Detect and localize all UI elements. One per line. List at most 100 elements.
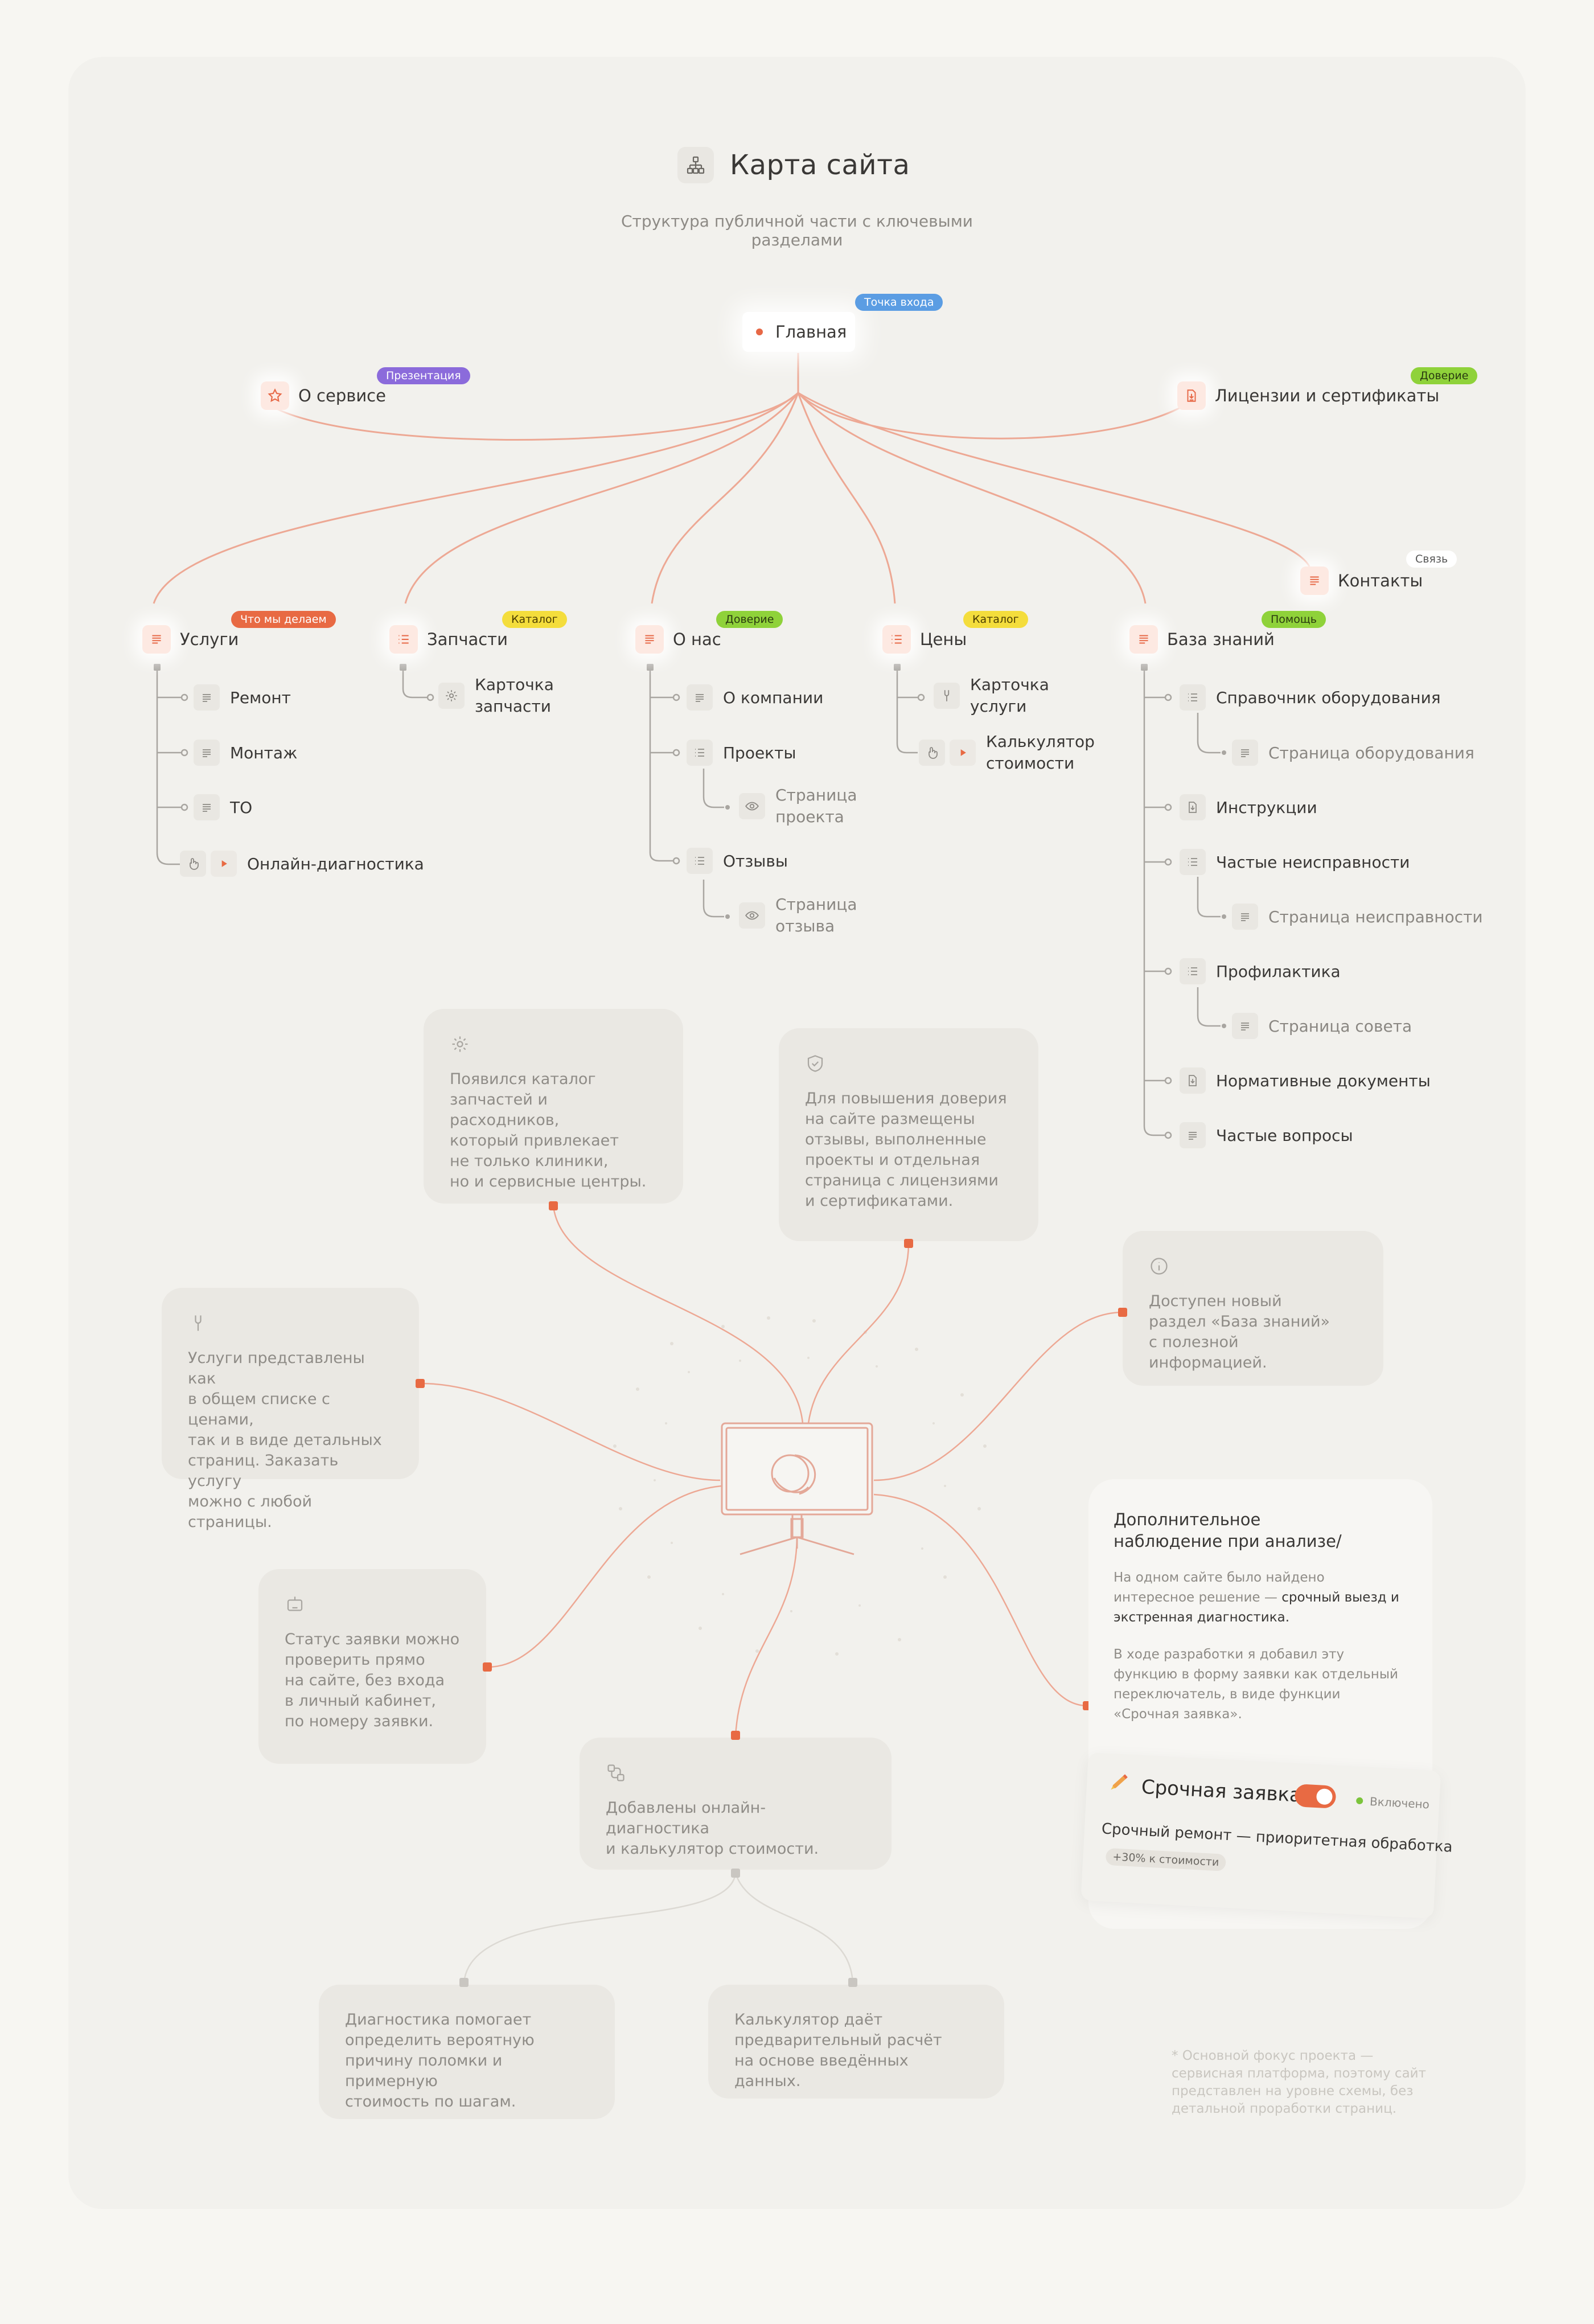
urgent-request-card: Срочная заявка Включено Срочный ремонт —… <box>1081 1752 1453 1919</box>
list-icon <box>1300 566 1329 595</box>
page-equipment-detail[interactable]: Страница оборудования <box>1232 740 1474 766</box>
page-installation[interactable]: Монтаж <box>194 740 297 766</box>
connector-dot <box>483 1662 492 1672</box>
gear-icon <box>438 683 465 709</box>
text-lines-icon <box>194 684 220 711</box>
document-icon <box>1177 381 1206 410</box>
page-common-faults[interactable]: Частые неисправности <box>1180 849 1410 875</box>
eye-icon <box>739 902 765 929</box>
section-prices-label: Цены <box>920 630 967 649</box>
connector-dot <box>549 1201 558 1210</box>
page-company[interactable]: О компании <box>687 684 823 711</box>
eye-icon <box>739 793 765 819</box>
node-about-service[interactable]: О сервисе <box>261 381 386 410</box>
section-parts[interactable]: Запчасти <box>389 625 508 654</box>
page-tip-detail[interactable]: Страница совета <box>1232 1013 1412 1039</box>
urgent-request-status: Включено <box>1355 1794 1430 1811</box>
list-bullets-icon <box>687 848 713 874</box>
page-project-detail[interactable]: Страница проекта <box>739 785 857 828</box>
annotation-diagnostics: Диагностика помогает определить вероятну… <box>319 1985 615 2119</box>
tag-help: Помощь <box>1262 611 1326 628</box>
text-lines-icon <box>1232 1013 1258 1039</box>
annotation-services: Услуги представлены как в общем списке с… <box>162 1288 419 1531</box>
tag-catalog: Каталог <box>502 611 567 628</box>
wrench-icon <box>188 1313 211 1336</box>
page-equipment-directory[interactable]: Справочник оборудования <box>1180 684 1441 711</box>
urgent-request-badge: +30% к стоимости <box>1105 1847 1226 1871</box>
robot-icon <box>285 1594 307 1617</box>
urgent-request-toggle[interactable] <box>1294 1784 1337 1809</box>
page-repair[interactable]: Ремонт <box>194 684 291 711</box>
node-licenses[interactable]: Лицензии и сертификаты <box>1177 381 1439 410</box>
tag-entry-point: Точка входа <box>855 294 943 311</box>
text-lines-icon <box>687 684 713 711</box>
footnote: * Основной фокус проекта —сервисная плат… <box>1172 2048 1427 2116</box>
sitemap-icon <box>677 147 714 183</box>
page-review-detail[interactable]: Страница отзыва <box>739 894 857 937</box>
star-icon <box>261 381 289 410</box>
pill-rocket-icon <box>1107 1771 1131 1797</box>
page-instructions[interactable]: Инструкции <box>1180 794 1317 820</box>
connector-dot <box>848 1978 857 1987</box>
page-title: Карта сайта <box>730 149 910 181</box>
page-service-card[interactable]: Карточка услуги <box>934 674 1049 717</box>
tag-what-we-do: Что мы делаем <box>231 611 336 628</box>
section-services[interactable]: Услуги <box>142 625 239 654</box>
text-lines-icon <box>1232 740 1258 766</box>
observation-title: Дополнительное наблюдение при анализе/ <box>1114 1510 1342 1551</box>
tag-trust: Доверие <box>1411 367 1478 384</box>
connector-dot <box>416 1379 425 1388</box>
status-dot-icon <box>1355 1797 1363 1805</box>
text-lines-icon <box>194 794 220 820</box>
section-parts-label: Запчасти <box>427 630 508 649</box>
text-lines-icon <box>1232 904 1258 930</box>
page-header: Карта сайта <box>677 147 910 183</box>
download-document-icon <box>1180 1067 1206 1094</box>
observation-paragraph-2: В ходе разработки я добавил эту функцию … <box>1114 1647 1398 1722</box>
list-bullets-icon <box>882 625 911 654</box>
page-prevention[interactable]: Профилактика <box>1180 958 1341 984</box>
page-regulatory-documents[interactable]: Нормативные документы <box>1180 1067 1431 1094</box>
urgent-request-title: Срочная заявка <box>1140 1775 1302 1807</box>
radial-dots <box>613 1316 987 1656</box>
home-dot-icon <box>756 329 763 335</box>
node-home[interactable]: Главная <box>742 312 855 352</box>
section-knowledge-base-label: База знаний <box>1167 630 1275 649</box>
tag-catalog-prices: Каталог <box>963 611 1028 628</box>
page-subtitle: Структура публичной части с ключевыми ра… <box>621 212 973 249</box>
page-fault-detail[interactable]: Страница неисправности <box>1232 904 1483 930</box>
connector-dot <box>904 1239 913 1248</box>
annotation-online: Добавлены онлайн-диагностика и калькулят… <box>580 1738 892 1870</box>
section-services-label: Услуги <box>180 630 239 649</box>
section-about-us[interactable]: О нас <box>635 625 721 654</box>
node-about-service-label: О сервисе <box>298 386 386 405</box>
page-projects[interactable]: Проекты <box>687 740 796 766</box>
annotation-catalog: Появился каталог запчастей и расходников… <box>424 1009 683 1204</box>
list-icon <box>1129 625 1158 654</box>
section-prices[interactable]: Цены <box>882 625 967 654</box>
connector-dot <box>1118 1308 1127 1317</box>
connector-dot <box>731 1869 740 1878</box>
info-icon <box>1149 1256 1172 1279</box>
page-reviews[interactable]: Отзывы <box>687 848 788 874</box>
page-cost-calculator[interactable]: Калькулятор стоимости <box>919 731 1095 774</box>
node-contacts-label: Контакты <box>1338 571 1423 590</box>
page-maintenance[interactable]: ТО <box>194 794 252 820</box>
list-icon <box>635 625 664 654</box>
wrench-icon <box>934 683 960 709</box>
observation-paragraph-1: На одном сайте было найдено интересное р… <box>1114 1570 1399 1625</box>
page-online-diagnostics[interactable]: Онлайн-диагностика <box>180 851 424 877</box>
node-contacts[interactable]: Контакты <box>1300 566 1423 595</box>
page-faq[interactable]: Частые вопросы <box>1180 1122 1353 1148</box>
annotation-calculator: Калькулятор даёт предварительный расчёт … <box>708 1985 1004 2099</box>
monitor-illustration <box>721 1422 873 1555</box>
list-icon <box>142 625 171 654</box>
list-bullets-icon <box>687 740 713 766</box>
play-icon <box>950 740 976 766</box>
play-icon <box>211 851 237 877</box>
shield-check-icon <box>805 1053 828 1076</box>
connector-dot <box>459 1978 469 1987</box>
annotation-trust: Для повышения доверия на сайте размещены… <box>779 1028 1038 1241</box>
section-knowledge-base[interactable]: База знаний <box>1129 625 1275 654</box>
page-part-card[interactable]: Карточка запчасти <box>438 674 554 717</box>
